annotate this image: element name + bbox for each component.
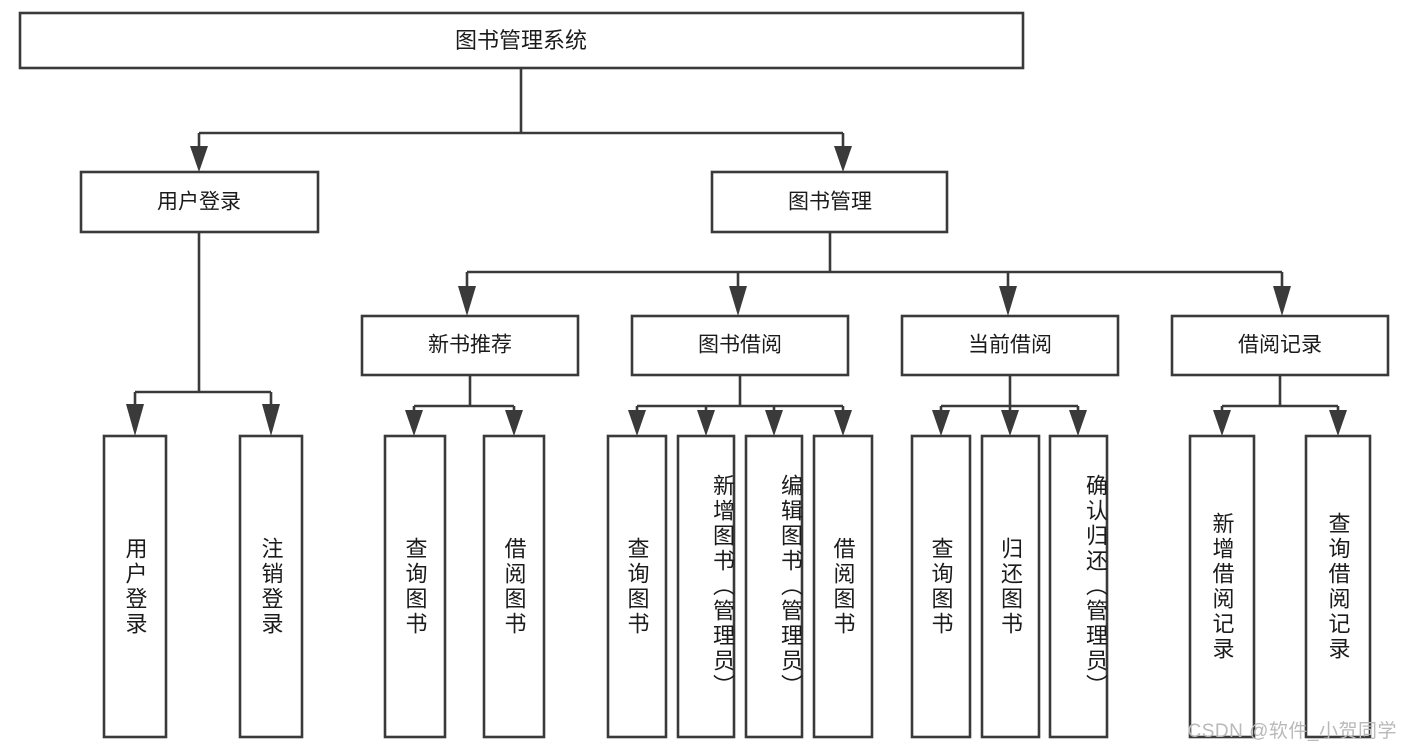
arrow-icon — [1329, 410, 1347, 436]
arrow-icon — [1273, 286, 1291, 316]
arrow-icon — [405, 410, 423, 436]
leaf-query-book-3-box[interactable] — [910, 434, 972, 739]
arrow-icon — [999, 286, 1017, 316]
connector-userlogin-to-leaves — [126, 232, 280, 436]
leaf-return-book-box[interactable] — [980, 434, 1041, 739]
connector-newbook-to-leaves — [405, 375, 523, 436]
connector-bookmgmt-to-level3 — [458, 232, 1291, 316]
leaf-borrow-book-2-box[interactable] — [812, 434, 874, 739]
node-current-borrow-box[interactable] — [900, 314, 1120, 377]
connector-bookborrow-to-leaves — [628, 375, 852, 436]
arrow-icon — [1001, 410, 1019, 436]
arrow-icon — [126, 404, 144, 436]
leaf-logout-login-box[interactable] — [238, 434, 304, 739]
node-root-label: 图书管理系统 — [455, 28, 587, 53]
node-user-login-box[interactable] — [79, 170, 320, 234]
leaf-add-book-box[interactable] — [676, 434, 736, 739]
node-user-login[interactable]: 用户登录 — [79, 170, 320, 234]
connector-currentborrow-to-leaves — [932, 375, 1087, 436]
node-book-management-label: 图书管理 — [788, 191, 872, 214]
leaf-user-login-box[interactable] — [102, 434, 168, 739]
arrow-icon — [458, 286, 476, 316]
node-borrow-record-box[interactable] — [1170, 314, 1390, 377]
arrow-icon — [932, 410, 950, 436]
node-user-login-label: 用户登录 — [157, 191, 241, 214]
leaf-query-record-box[interactable] — [1304, 434, 1372, 739]
leaf-borrow-book-1-box[interactable] — [482, 434, 546, 739]
arrow-icon — [1213, 410, 1231, 436]
node-borrow-record[interactable]: 借阅记录 — [1170, 314, 1390, 377]
arrow-icon — [505, 410, 523, 436]
arrow-icon — [1069, 410, 1087, 436]
arrow-icon — [765, 410, 783, 436]
node-borrow-record-label: 借阅记录 — [1238, 334, 1322, 357]
arrow-icon — [729, 286, 747, 316]
csdn-watermark: CSDN @软件_小贺同学 — [1187, 721, 1397, 742]
arrow-icon — [190, 146, 208, 172]
node-book-borrow-box[interactable] — [630, 314, 850, 377]
node-book-borrow[interactable]: 图书借阅 — [630, 314, 850, 377]
node-root[interactable]: 图书管理系统 — [18, 11, 1025, 70]
connector-root-to-level2 — [190, 68, 852, 172]
node-current-borrow[interactable]: 当前借阅 — [900, 314, 1120, 377]
node-new-book-recommend-label: 新书推荐 — [428, 334, 512, 357]
leaf-edit-book-box[interactable] — [744, 434, 804, 739]
arrow-icon — [834, 146, 852, 172]
node-book-management[interactable]: 图书管理 — [710, 170, 949, 234]
leaf-confirm-return-box[interactable] — [1048, 434, 1109, 739]
node-new-book-recommend[interactable]: 新书推荐 — [360, 314, 580, 377]
arrow-icon — [697, 410, 715, 436]
arrow-icon — [628, 410, 646, 436]
node-book-borrow-label: 图书借阅 — [698, 334, 782, 357]
node-current-borrow-label: 当前借阅 — [968, 334, 1052, 357]
arrow-icon — [834, 410, 852, 436]
leaf-boxes — [102, 434, 1372, 739]
leaf-add-record-box[interactable] — [1188, 434, 1256, 739]
arrow-icon — [262, 404, 280, 436]
leaf-query-book-1-box[interactable] — [383, 434, 447, 739]
leaf-query-book-2-box[interactable] — [606, 434, 668, 739]
node-new-book-recommend-box[interactable] — [360, 314, 580, 377]
node-root-box[interactable] — [18, 11, 1025, 70]
node-book-management-box[interactable] — [710, 170, 949, 234]
connector-borrowrecord-to-leaves — [1213, 375, 1347, 436]
